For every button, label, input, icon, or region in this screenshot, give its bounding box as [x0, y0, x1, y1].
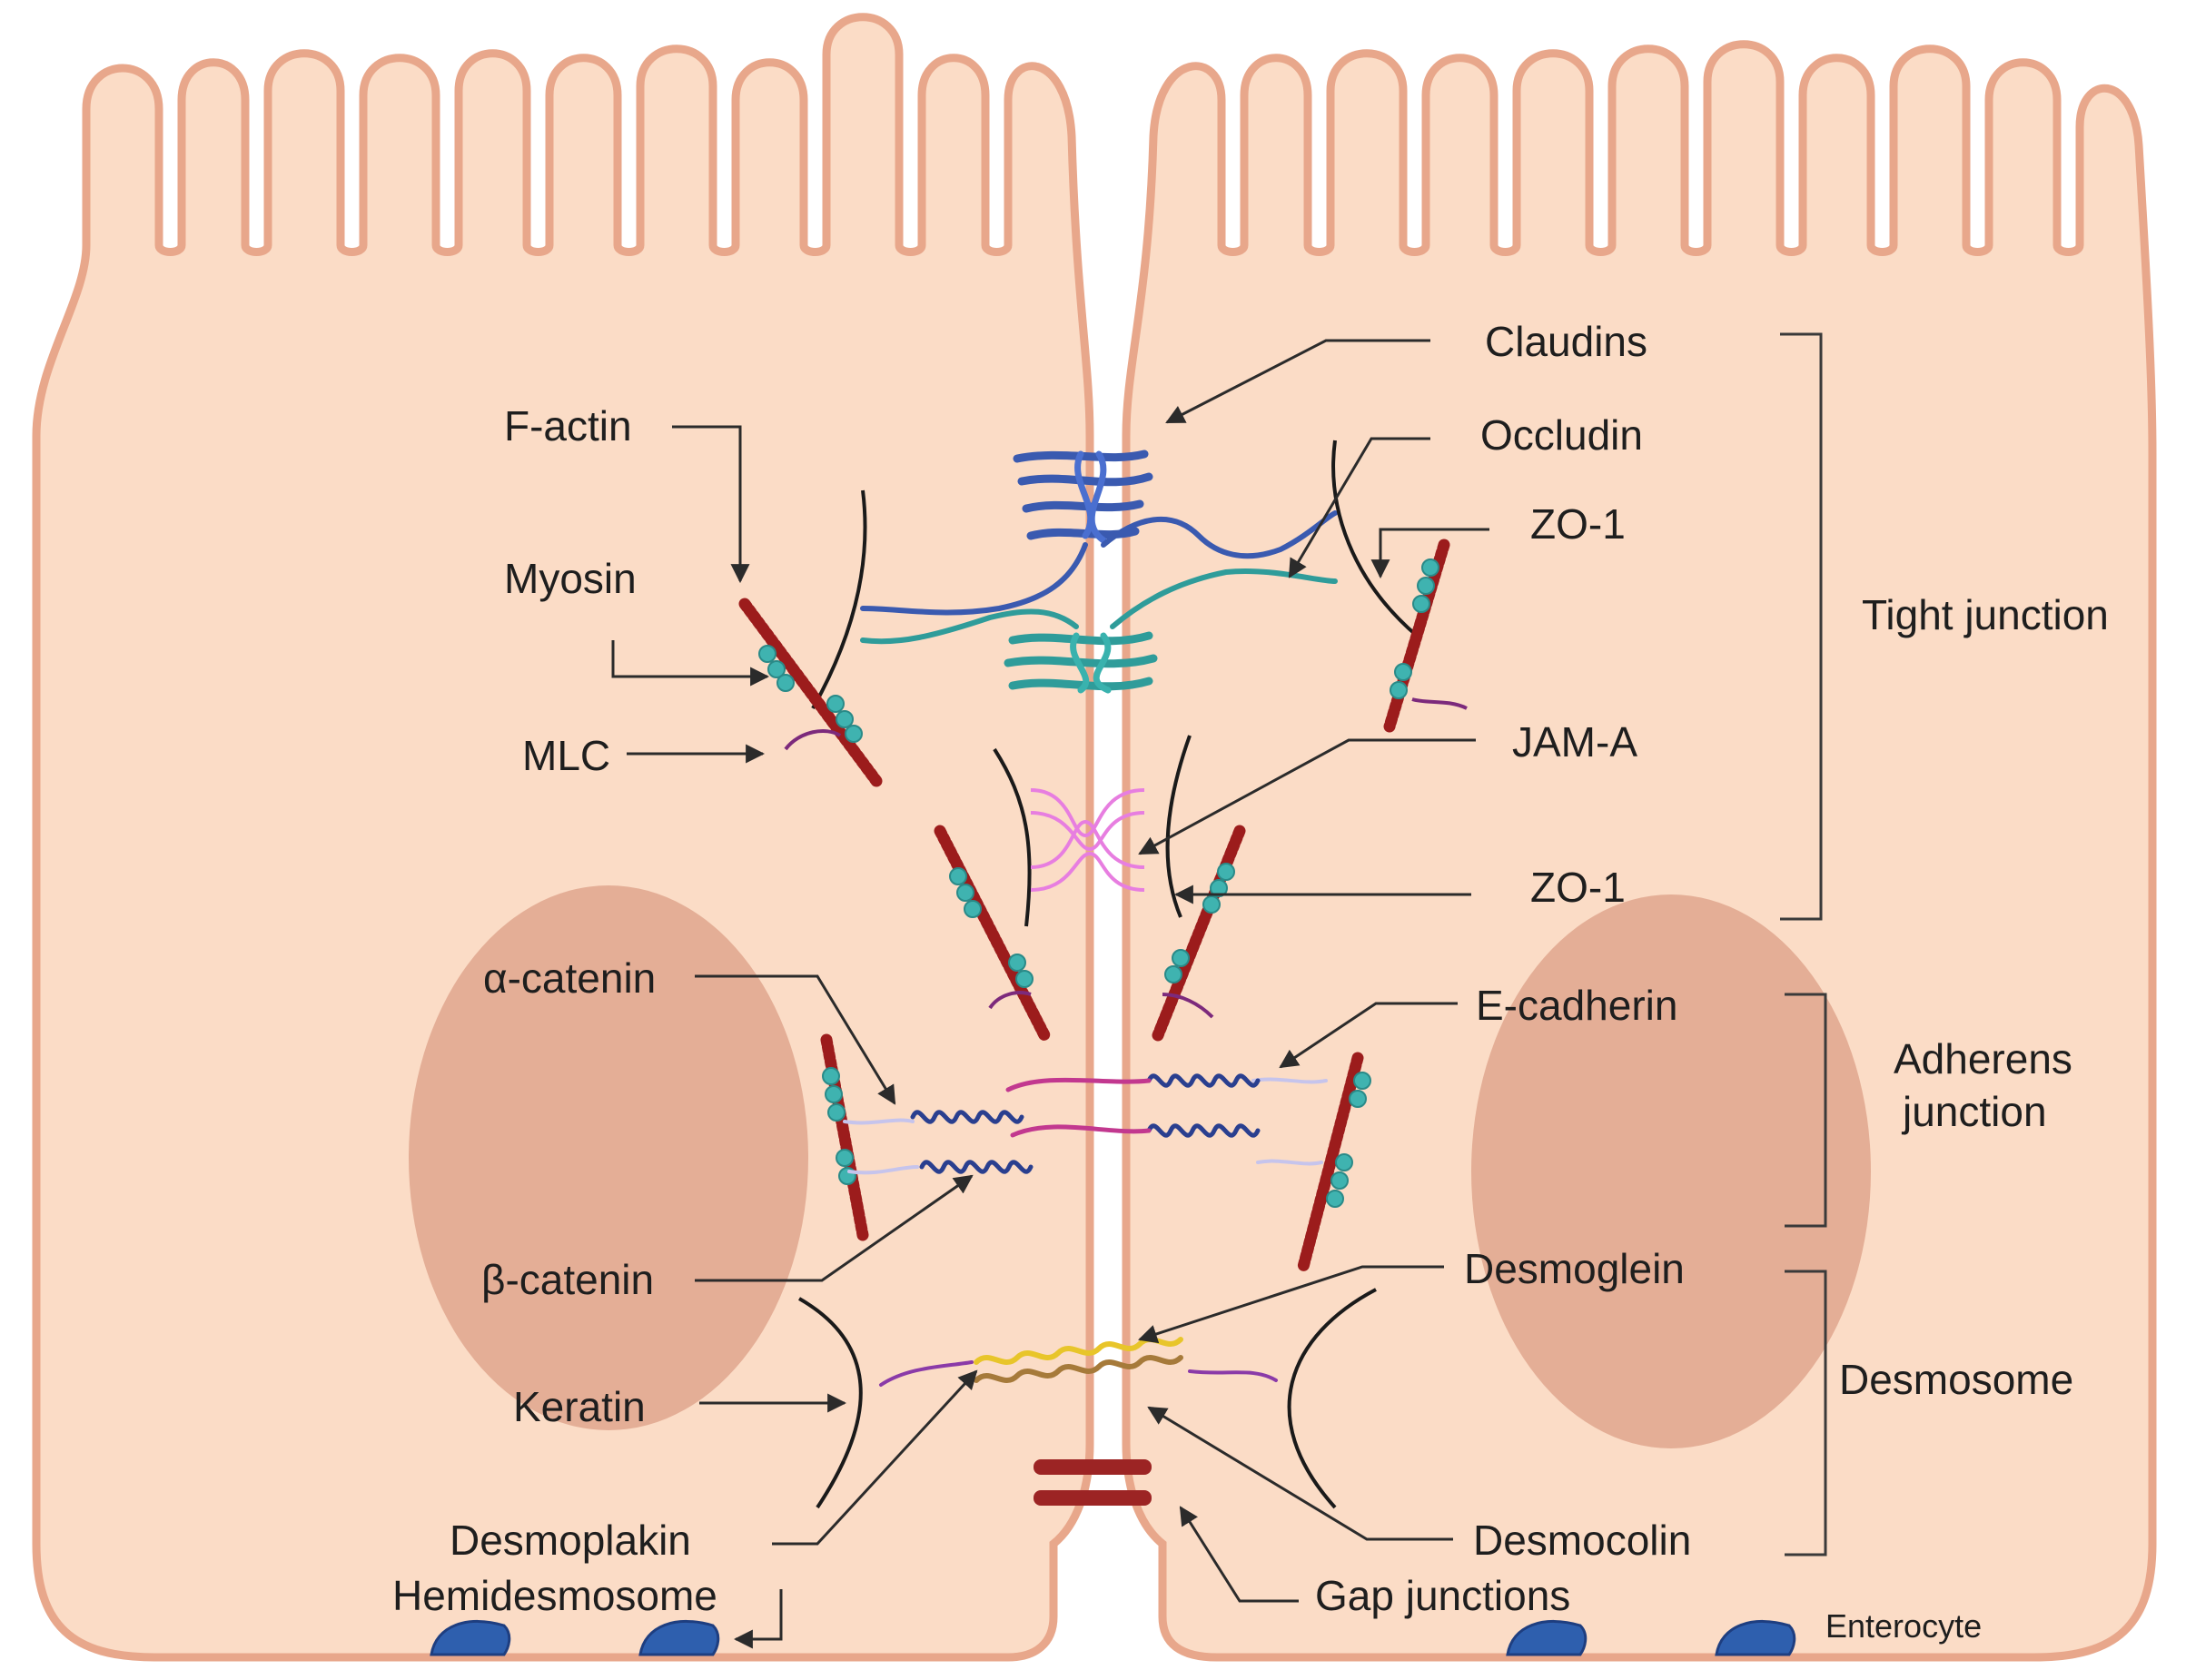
label-zo1-bottom: ZO-1	[1530, 864, 1626, 911]
label-desmoplakin: Desmoplakin	[450, 1517, 691, 1564]
group-label-tight-junction: Tight junction	[1862, 591, 2109, 638]
occludin-strands	[860, 568, 1338, 694]
claudin-strands	[860, 450, 1338, 616]
label-f-actin: F-actin	[504, 402, 632, 450]
label-claudins: Claudins	[1485, 318, 1647, 365]
gap-junction-bars	[1034, 1459, 1152, 1506]
right-cell	[1122, 40, 2157, 1662]
left-cell	[32, 13, 1094, 1662]
cadherin-catenin-complex	[843, 1073, 1328, 1175]
label-hemidesmosome: Hemidesmosome	[392, 1572, 717, 1619]
label-mlc: MLC	[522, 732, 610, 779]
label-desmocolin: Desmocolin	[1473, 1517, 1691, 1564]
label-enterocyte: Enterocyte	[1825, 1607, 1982, 1645]
annotation-arrows	[611, 339, 1489, 1649]
label-myosin: Myosin	[504, 555, 637, 602]
label-alpha-catenin: α-catenin	[483, 954, 656, 1002]
group-label-adherens-line1: Adherens	[1894, 1035, 2072, 1082]
label-beta-catenin: β-catenin	[481, 1256, 654, 1303]
label-keratin: Keratin	[513, 1383, 646, 1430]
right-nucleus	[1471, 894, 1871, 1448]
label-zo1-top: ZO-1	[1530, 500, 1626, 548]
zo-curves	[798, 440, 1419, 1509]
hemidesmosomes	[430, 1619, 1796, 1656]
group-brackets	[1780, 332, 1827, 1556]
group-label-adherens-line2: junction	[1901, 1088, 2047, 1135]
jam-a-strands	[1030, 788, 1145, 892]
label-gap-junctions: Gap junctions	[1315, 1572, 1570, 1619]
label-occludin: Occludin	[1480, 411, 1643, 459]
actin-myosin-bundles	[738, 539, 1468, 1273]
label-desmoglein: Desmoglein	[1464, 1245, 1685, 1292]
label-jam-a: JAM-A	[1512, 718, 1637, 766]
left-nucleus	[409, 885, 808, 1430]
group-label-desmosome: Desmosome	[1839, 1356, 2073, 1403]
label-e-cadherin: E-cadherin	[1476, 982, 1677, 1029]
